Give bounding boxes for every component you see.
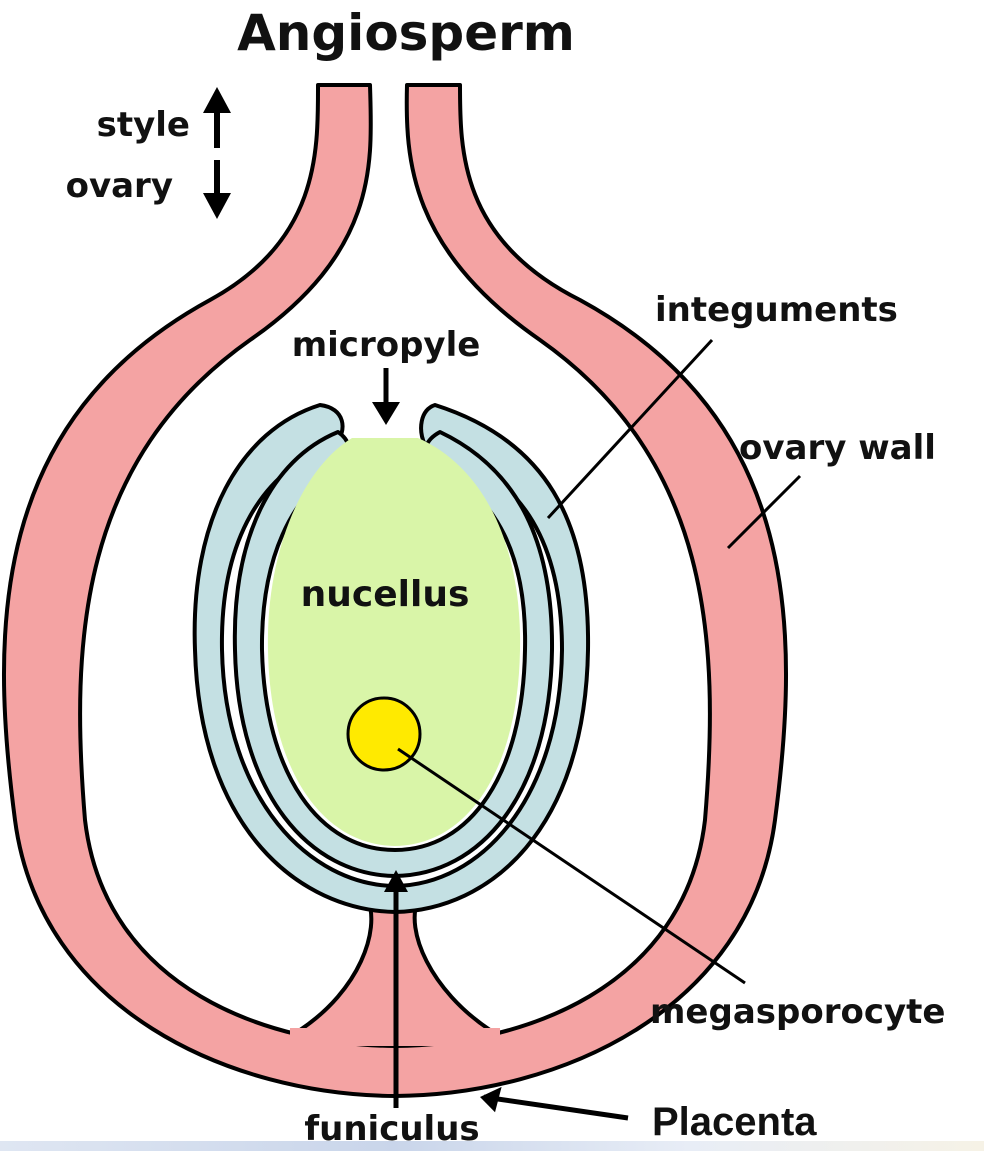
megasporocyte-cell [348,698,420,770]
label-style: style [97,105,190,145]
megasporocyte-leader [398,749,745,983]
placenta-arrow-icon [478,1084,628,1118]
label-micropyle: micropyle [292,325,481,365]
label-nucellus: nucellus [301,574,470,615]
label-megasporocyte: megasporocyte [650,992,945,1032]
style-up-arrow-icon [203,87,231,148]
label-placenta: Placenta [652,1100,817,1144]
label-ovary: ovary [66,166,173,206]
diagram-title: Angiosperm [237,4,575,62]
nucellus-shape [268,438,520,846]
bottom-decorative-strip [0,1141,984,1151]
ovary-down-arrow-icon [203,160,231,219]
label-ovary-wall: ovary wall [739,428,936,468]
micropyle-arrow-icon [372,368,400,425]
label-integuments: integuments [655,290,898,330]
